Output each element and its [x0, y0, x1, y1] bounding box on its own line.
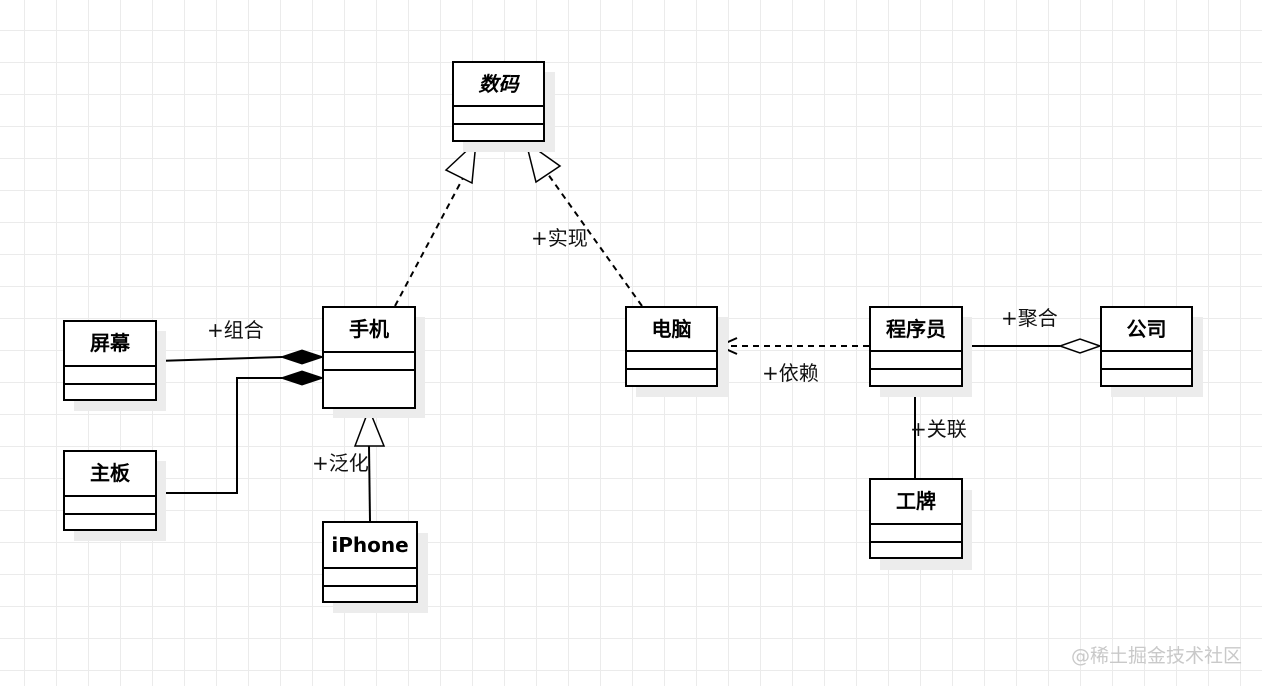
edge-dependency[interactable]: +依赖	[716, 337, 869, 385]
class-name: 数码	[479, 72, 521, 96]
edge-composition-screen[interactable]: +组合	[156, 318, 325, 365]
class-mainboard[interactable]: 主板	[63, 450, 166, 541]
class-box	[63, 320, 157, 401]
realization-label: +实现	[531, 226, 588, 250]
class-box	[1100, 306, 1193, 387]
hollow-diamond-icon	[1057, 338, 1103, 354]
composition-line	[157, 377, 282, 494]
class-computer[interactable]: 电脑	[625, 306, 728, 397]
class-name: 屏幕	[90, 331, 131, 355]
class-box	[322, 521, 418, 603]
class-box	[322, 306, 416, 409]
class-digital[interactable]: 数码	[452, 61, 555, 152]
class-name: 程序员	[886, 317, 946, 341]
class-name: 工牌	[896, 489, 936, 513]
watermark: @稀土掘金技术社区	[1070, 645, 1242, 667]
class-company[interactable]: 公司	[1100, 306, 1203, 397]
edge-composition-mainboard[interactable]	[157, 370, 325, 494]
class-name: 电脑	[652, 317, 692, 341]
hollow-triangle-arrowhead-icon	[444, 140, 477, 185]
class-box	[869, 478, 963, 559]
class-box	[625, 306, 718, 387]
class-iphone[interactable]: iPhone	[322, 521, 428, 613]
class-name: 手机	[349, 317, 389, 341]
edge-aggregation[interactable]: +聚合	[963, 306, 1103, 354]
edge-association[interactable]: +关联	[910, 387, 967, 478]
composition-line	[156, 356, 283, 362]
association-label: +关联	[910, 417, 967, 441]
hollow-triangle-arrowhead-icon	[353, 406, 386, 447]
aggregation-label: +聚合	[1001, 306, 1058, 330]
class-box	[452, 61, 545, 142]
edge-realization-phone[interactable]	[394, 140, 477, 307]
class-name: iPhone	[331, 533, 408, 557]
class-badge[interactable]: 工牌	[869, 478, 972, 570]
composition-label: +组合	[207, 318, 264, 342]
class-box	[63, 450, 157, 531]
edge-realization-computer[interactable]: +实现	[524, 140, 643, 307]
class-screen[interactable]: 屏幕	[63, 320, 166, 411]
generalization-label: +泛化	[312, 451, 369, 475]
class-box	[869, 306, 963, 387]
class-programmer[interactable]: 程序员	[869, 306, 972, 397]
realization-line	[544, 169, 643, 307]
class-name: 主板	[90, 461, 131, 485]
filled-diamond-icon	[279, 349, 325, 365]
dependency-label: +依赖	[762, 361, 819, 385]
edge-generalization[interactable]: +泛化	[312, 406, 386, 522]
realization-line	[394, 177, 464, 307]
class-name: 公司	[1127, 317, 1167, 341]
class-phone[interactable]: 手机	[322, 306, 425, 418]
generalization-line	[368, 445, 371, 522]
filled-diamond-icon	[279, 370, 325, 386]
